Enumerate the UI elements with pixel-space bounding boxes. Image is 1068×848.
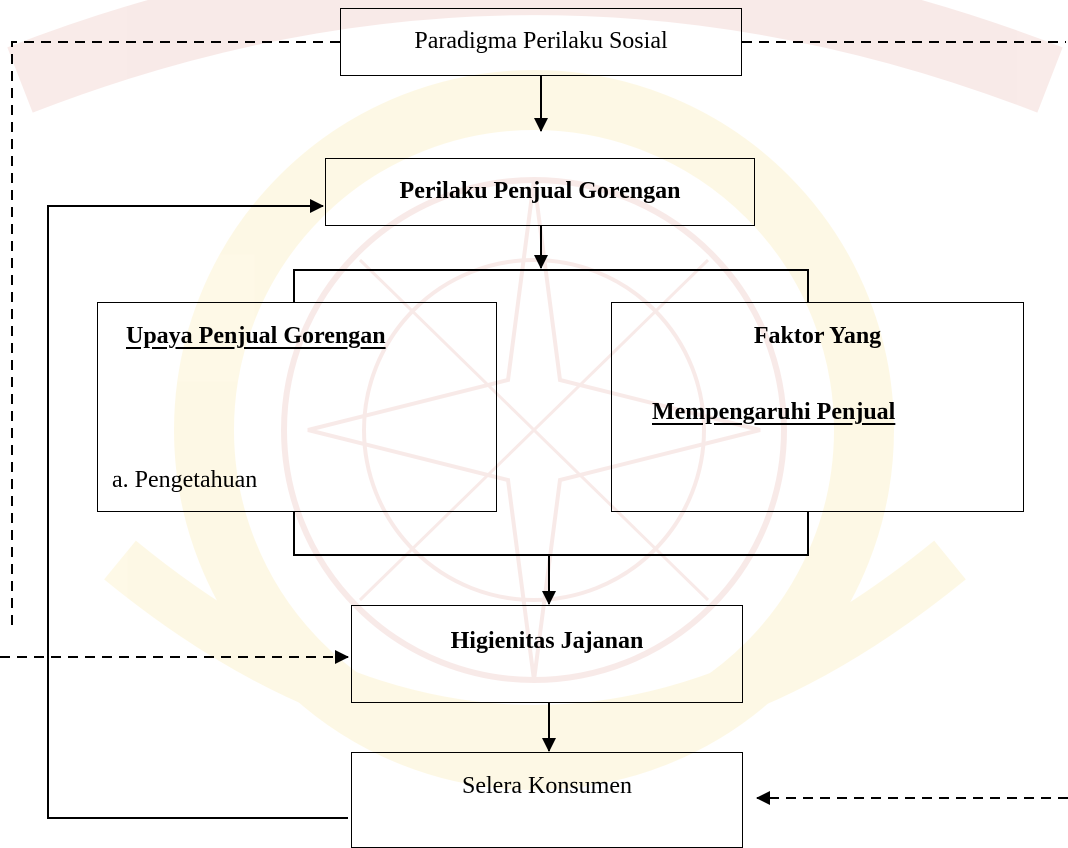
upaya-title: Upaya Penjual Gorengan [126, 323, 386, 349]
paradigma-label: Paradigma Perilaku Sosial [414, 28, 668, 54]
paradigma-box: Paradigma Perilaku Sosial [340, 8, 742, 76]
perilaku-label: Perilaku Penjual Gorengan [399, 178, 681, 204]
feedback-loop-line [47, 199, 348, 819]
upaya-item: a. Pengetahuan [112, 467, 258, 493]
faktor-title-line1: Faktor Yang [753, 323, 882, 349]
selera-box: Selera Konsumen [351, 752, 743, 848]
perilaku-box: Perilaku Penjual Gorengan [325, 158, 755, 226]
faktor-title-line2: Mempengaruhi Penjual [652, 399, 896, 425]
dashed-left-line [11, 41, 340, 628]
faktor-box: Faktor Yang Mempengaruhi Penjual [611, 302, 1024, 512]
higienitas-box: Higienitas Jajanan [351, 605, 743, 703]
selera-label: Selera Konsumen [462, 773, 632, 799]
upaya-box: Upaya Penjual Gorengan a. Pengetahuan [97, 302, 497, 512]
higienitas-label: Higienitas Jajanan [450, 628, 644, 654]
branch-top-bracket [293, 269, 809, 302]
branch-bottom-bracket [293, 512, 809, 556]
